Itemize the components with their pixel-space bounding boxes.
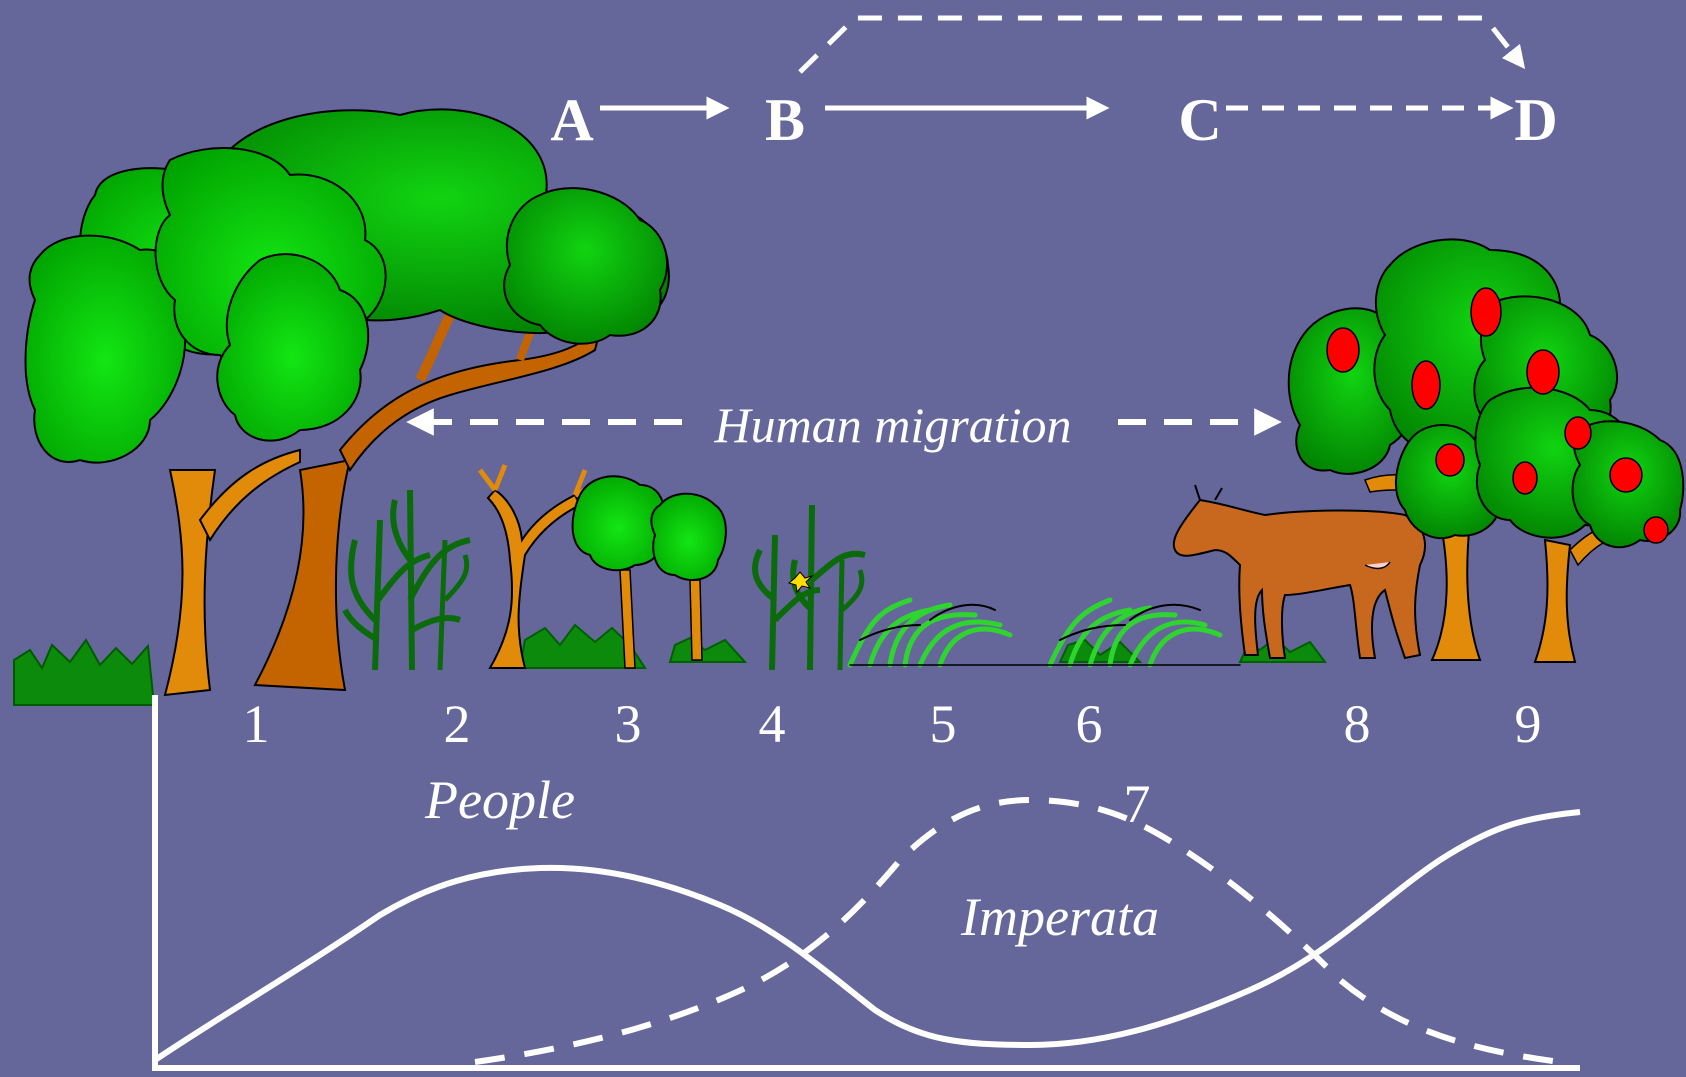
migration-label: Human migration [714,397,1072,453]
grass-clump-icon [670,638,745,662]
stage-number-1: 1 [243,694,270,754]
succession-path: A B C D [550,18,1557,153]
imperata-label: Imperata [960,887,1159,947]
people-curve [155,812,1580,1060]
stage-label-a: A [550,87,593,153]
stage-number-8: 8 [1344,694,1371,754]
stage-label-c: C [1178,87,1221,153]
stage-number-4: 4 [759,694,786,754]
stage-number-9: 9 [1515,694,1542,754]
grass-clump-icon [14,640,154,705]
stage-label-d: D [1514,87,1557,153]
rainforest-tree-icon [26,109,669,695]
people-label: People [424,770,575,830]
imperata-grass-icon [850,600,1240,665]
stage-label-b: B [765,87,805,153]
fruit-tree-icon [1289,239,1684,662]
crop-plant-icon [345,490,470,670]
stage-number-3: 3 [615,694,642,754]
stage-number-6: 6 [1076,694,1103,754]
crop-plant-icon [755,505,865,670]
arrow-b-to-d-dashed [800,18,1518,72]
young-tree-icon [573,476,726,668]
human-migration: Human migration [420,397,1268,453]
stage-number-5: 5 [930,694,957,754]
stage-number-2: 2 [444,694,471,754]
